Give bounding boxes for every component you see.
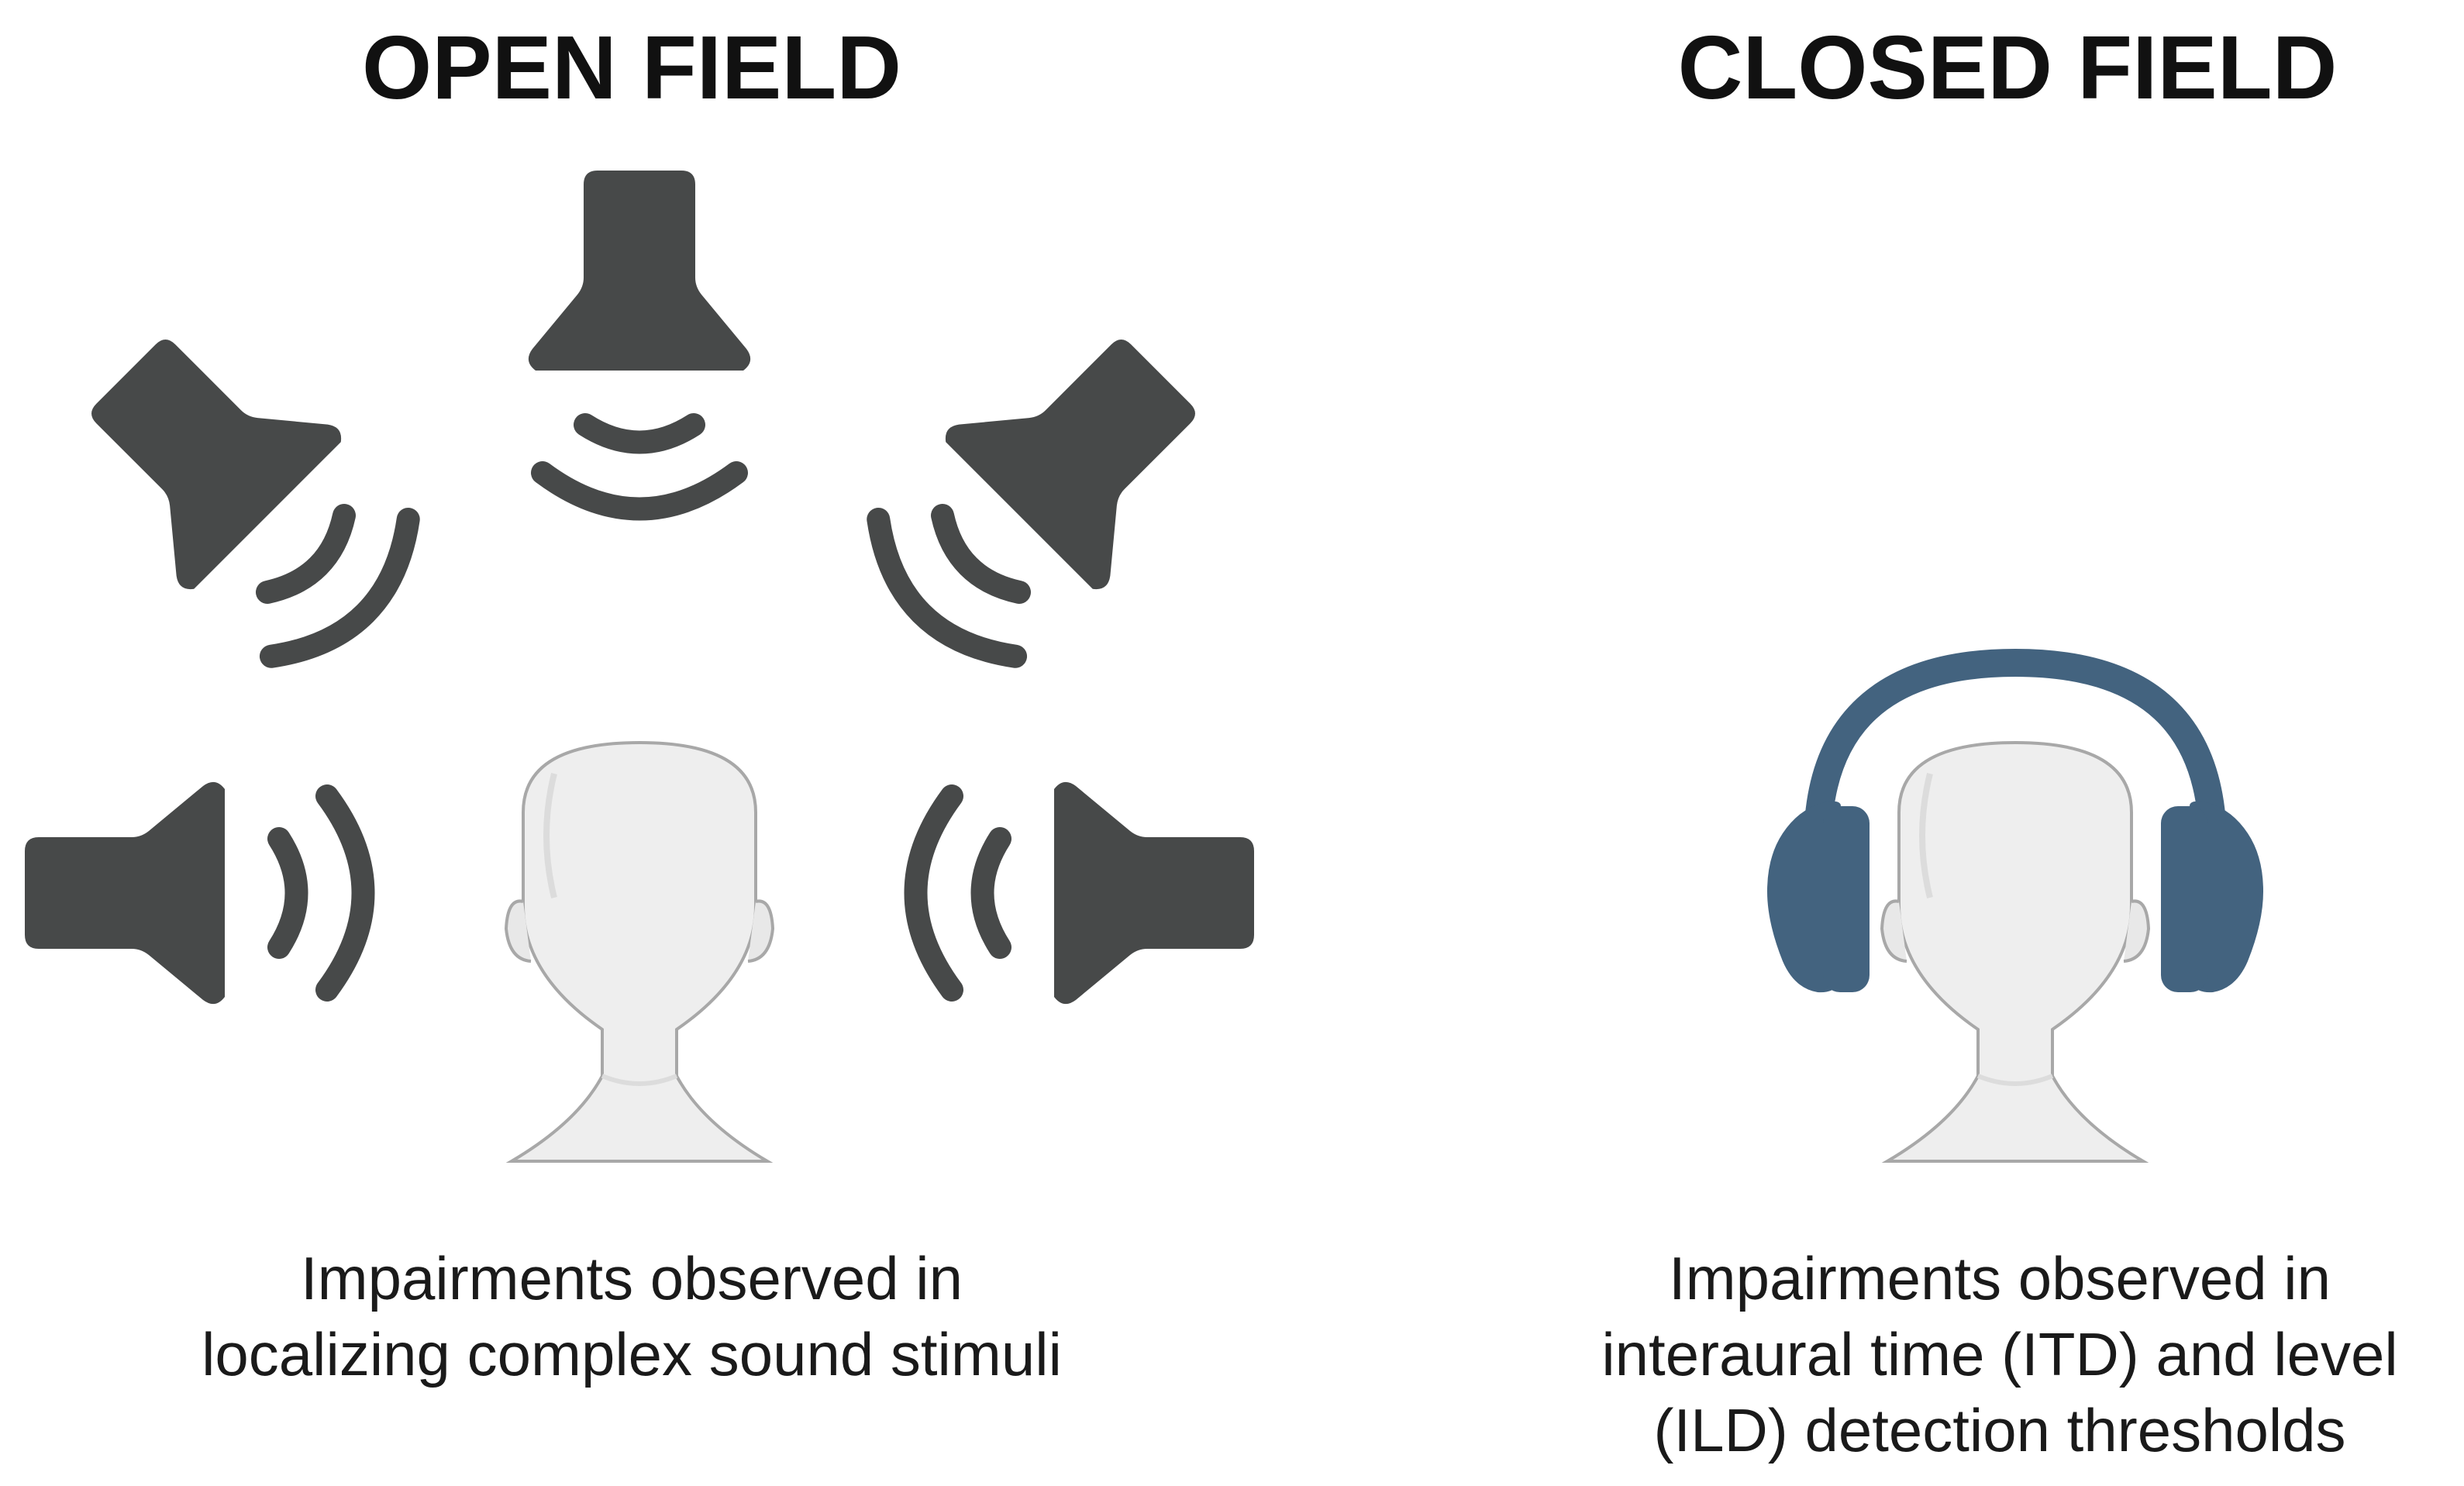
caption-line: Impairments observed in — [1668, 1244, 2331, 1312]
speaker-icon — [25, 781, 225, 1005]
sound-wave-icon — [279, 796, 364, 990]
speaker-upper-right — [843, 295, 1239, 691]
sound-wave-icon — [543, 425, 736, 509]
closed-field-title: CLOSED FIELD — [1677, 17, 2338, 118]
sound-wave-icon — [916, 796, 1001, 990]
speaker-icon — [1054, 781, 1254, 1005]
open-field-title: OPEN FIELD — [361, 17, 902, 118]
listener-head-closed — [1882, 743, 2149, 1161]
speaker-right — [916, 781, 1254, 1005]
closed-field-caption: Impairments observed in interaural time … — [1542, 1240, 2457, 1468]
head-back-icon — [506, 743, 773, 1161]
speaker-icon — [940, 295, 1239, 595]
speaker-upper-left — [47, 295, 443, 691]
speaker-icon — [47, 295, 346, 595]
closed-field-diagram — [1767, 648, 2263, 1161]
speaker-top — [528, 171, 751, 509]
headphones-icon — [1767, 648, 2263, 993]
caption-line: interaural time (ITD) and level — [1601, 1320, 2398, 1388]
speaker-icon — [528, 171, 751, 371]
caption-line: (ILD) detection thresholds — [1653, 1396, 2346, 1464]
head-back-icon — [1882, 743, 2149, 1161]
caption-line: localizing complex sound stimuli — [202, 1320, 1062, 1388]
illustration-canvas — [25, 171, 2263, 1209]
open-field-diagram — [25, 171, 1254, 1161]
caption-line: Impairments observed in — [300, 1244, 963, 1312]
listener-head-open — [506, 743, 773, 1161]
open-field-caption: Impairments observed in localizing compl… — [101, 1240, 1163, 1392]
speaker-left — [25, 781, 364, 1005]
